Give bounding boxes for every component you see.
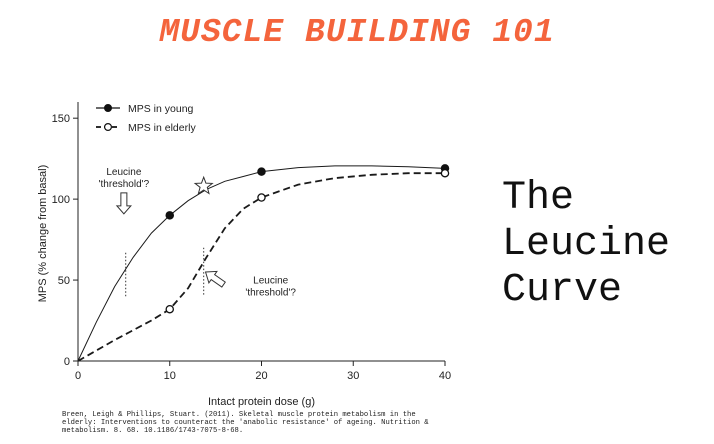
threshold-label: 'threshold'? xyxy=(99,179,150,190)
star-icon xyxy=(193,175,214,195)
side-title-line: Leucine xyxy=(502,222,671,267)
y-tick-label: 50 xyxy=(58,275,70,287)
y-tick-label: 100 xyxy=(52,194,70,206)
series-line-1 xyxy=(77,172,445,362)
threshold-label: 'threshold'? xyxy=(245,287,296,298)
data-point xyxy=(257,167,266,176)
legend-label: MPS in young xyxy=(128,103,194,115)
x-tick-label: 30 xyxy=(347,370,359,382)
side-title-line: Curve xyxy=(502,268,623,313)
side-title-line: The xyxy=(502,176,575,221)
threshold-label: Leucine xyxy=(253,275,288,286)
y-tick-label: 0 xyxy=(64,356,70,368)
legend-label: MPS in elderly xyxy=(128,122,196,134)
page-title: MUSCLE BUILDING 101 xyxy=(159,14,555,51)
legend-marker xyxy=(103,104,112,113)
x-tick-label: 10 xyxy=(164,370,176,382)
data-point xyxy=(440,168,450,178)
threshold-arrow-icon xyxy=(204,270,226,288)
data-point xyxy=(257,193,266,202)
x-axis-label: Intact protein dose (g) xyxy=(208,396,315,408)
y-tick-label: 150 xyxy=(52,113,70,125)
y-axis-label: MPS (% change from basal) xyxy=(37,165,49,303)
x-tick-label: 20 xyxy=(255,370,267,382)
legend-marker xyxy=(103,122,112,131)
citation: Breen, Leigh & Phillips, Stuart. (2011).… xyxy=(62,411,429,436)
data-point xyxy=(165,211,174,220)
threshold-label: Leucine xyxy=(106,167,141,178)
series-line-0 xyxy=(77,165,446,362)
x-tick-label: 0 xyxy=(75,370,81,382)
threshold-arrow-icon xyxy=(115,192,132,215)
data-point xyxy=(165,304,174,314)
side-title: The Leucine Curve xyxy=(502,176,670,314)
x-tick-label: 40 xyxy=(439,370,451,382)
